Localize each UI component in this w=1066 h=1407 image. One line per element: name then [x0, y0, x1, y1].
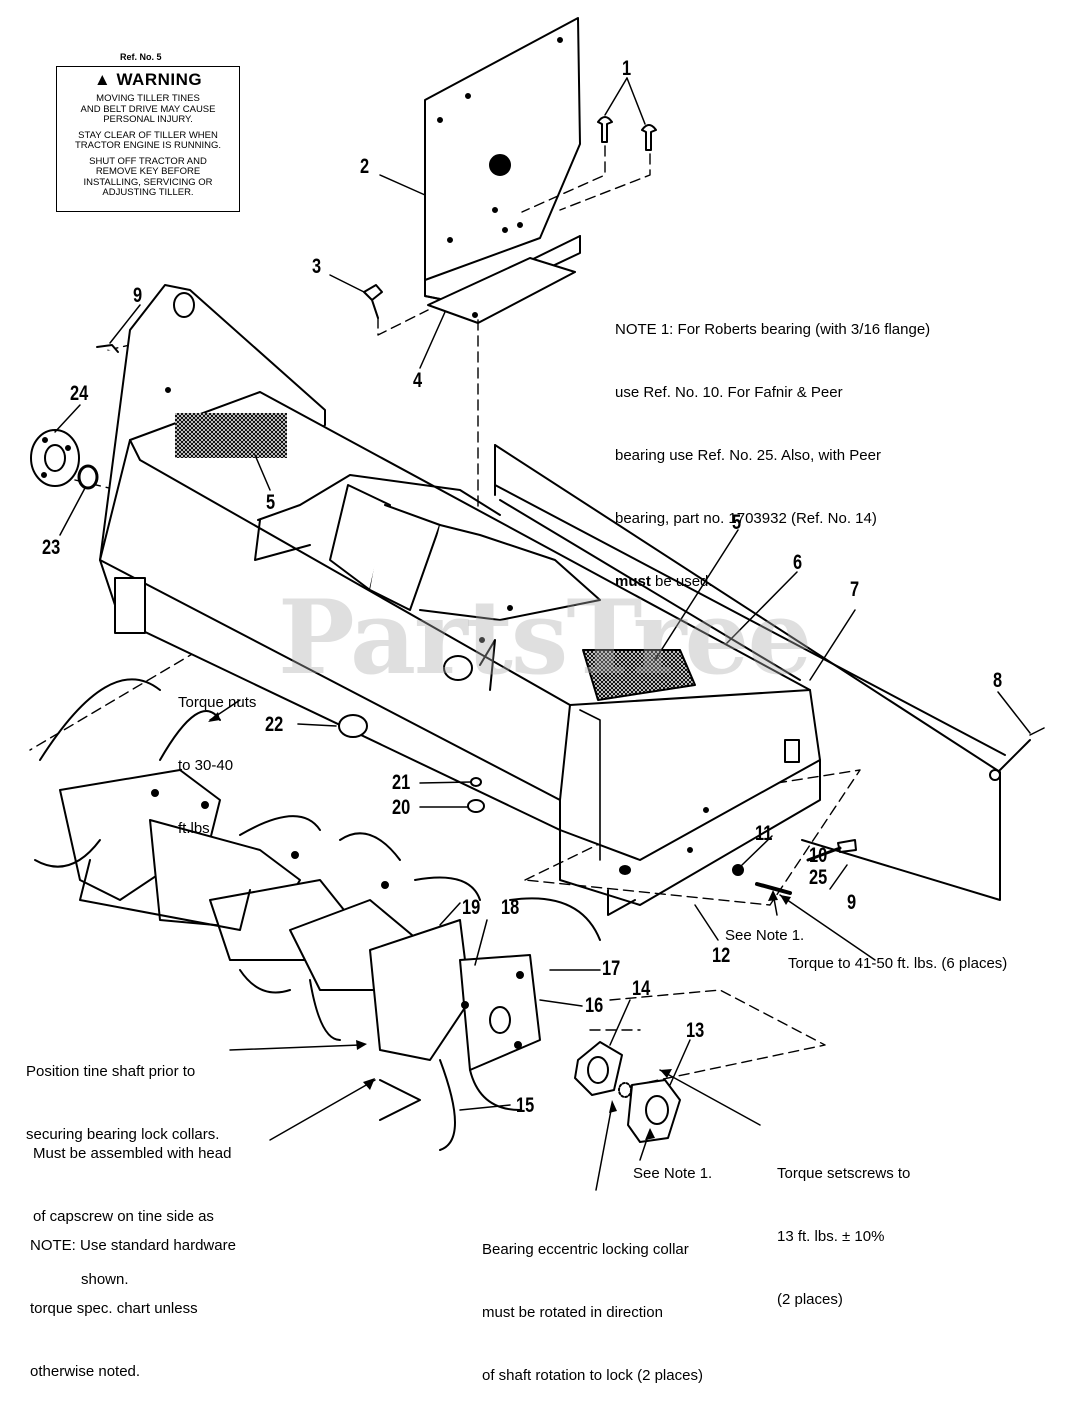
callout-9-bottom: 9: [847, 891, 857, 914]
see-note1-a: See Note 1.: [725, 927, 805, 944]
setscrews-note: Torque setscrews to 13 ft. lbs. ± 10% (2…: [777, 1165, 911, 1308]
warning-line: ADJUSTING TILLER.: [102, 187, 194, 198]
warning-line: REMOVE KEY BEFORE: [95, 166, 201, 177]
callout-2: 2: [360, 155, 370, 178]
watermark: PartsTree: [278, 578, 812, 698]
note1-line: bearing, part no. 1703932 (Ref. No. 14): [615, 510, 877, 527]
spacer-plate: [427, 257, 576, 324]
callout-3: 3: [312, 255, 322, 278]
callout-10: 10: [809, 844, 828, 867]
callout-21: 21: [392, 771, 411, 794]
warning-line: INSTALLING, SERVICING OR: [83, 176, 213, 188]
warning-line: TRACTOR ENGINE IS RUNNING.: [74, 140, 222, 151]
callout-4: 4: [413, 369, 423, 392]
callout-25: 25: [809, 866, 828, 889]
note1-line: For Roberts bearing (with 3/16 flange): [677, 321, 931, 338]
callout-23: 23: [42, 536, 61, 559]
eccentric-collar-note: Bearing eccentric locking collar must be…: [482, 1241, 703, 1384]
warning-line: AND BELT DRIVE MAY CAUSE: [80, 103, 216, 115]
callout-20: 20: [392, 796, 411, 819]
tiller-exploded-diagram: [29, 17, 1045, 1191]
warning-line: SHUT OFF TRACTOR AND: [89, 155, 207, 167]
callout-5-right: 5: [732, 511, 742, 534]
callout-9-top: 9: [133, 284, 143, 307]
see-note1-b: See Note 1.: [633, 1165, 713, 1182]
callout-22: 22: [265, 713, 284, 736]
warning-line: MOVING TILLER TINES: [96, 93, 200, 104]
callout-8: 8: [993, 669, 1003, 692]
tine-assembly: [34, 678, 601, 1151]
bushing-22: [338, 714, 368, 738]
callout-18: 18: [501, 896, 520, 919]
warning-label: ▲ WARNING MOVING TILLER TINES AND BELT D…: [56, 66, 240, 212]
note1-line: use Ref. No. 10. For Fafnir & Peer: [615, 384, 843, 401]
flange-bearing-24: [30, 429, 80, 487]
callout-13: 13: [686, 1019, 705, 1042]
callout-15: 15: [516, 1094, 535, 1117]
note1-must: must: [615, 573, 651, 590]
carriage-bolts: [597, 116, 657, 151]
callout-5-left: 5: [266, 491, 276, 514]
note1-block: NOTE 1: For Roberts bearing (with 3/16 f…: [615, 277, 930, 613]
mounting-bracket: [424, 17, 581, 306]
washer-23: [77, 464, 99, 490]
note1-label: NOTE 1:: [615, 321, 674, 338]
warning-ref-number: Ref. No. 5: [120, 52, 162, 62]
torque-nuts-note: Torque nuts to 30-40 ft.lbs.: [178, 694, 257, 837]
note1-line: be used.: [650, 573, 713, 590]
standard-hardware-note: NOTE: Use standard hardware torque spec.…: [30, 1237, 236, 1380]
callout-24: 24: [70, 382, 89, 405]
callout-16: 16: [585, 994, 604, 1017]
bearing-parts: [574, 1041, 681, 1143]
callout-12: 12: [712, 944, 731, 967]
callout-17: 17: [602, 957, 621, 980]
rear-flap: [494, 444, 1045, 901]
tiller-housing: [99, 391, 821, 916]
callout-19: 19: [462, 896, 481, 919]
warning-line: PERSONAL INJURY.: [103, 114, 193, 125]
callout-11: 11: [755, 822, 773, 845]
torque-41-50-note: Torque to 41-50 ft. lbs. (6 places): [788, 955, 1008, 972]
position-tine-note: Position tine shaft prior to securing be…: [26, 1063, 220, 1143]
callout-6: 6: [793, 551, 803, 574]
warning-triangle-icon: ▲: [93, 70, 112, 89]
note1-line: bearing use Ref. No. 25. Also, with Peer: [615, 447, 881, 464]
warning-line: STAY CLEAR OF TILLER WHEN: [78, 129, 218, 141]
callout-14: 14: [632, 977, 651, 1000]
warning-title: ▲ WARNING: [93, 70, 203, 89]
callout-7: 7: [850, 578, 860, 601]
callout-1: 1: [622, 57, 632, 80]
